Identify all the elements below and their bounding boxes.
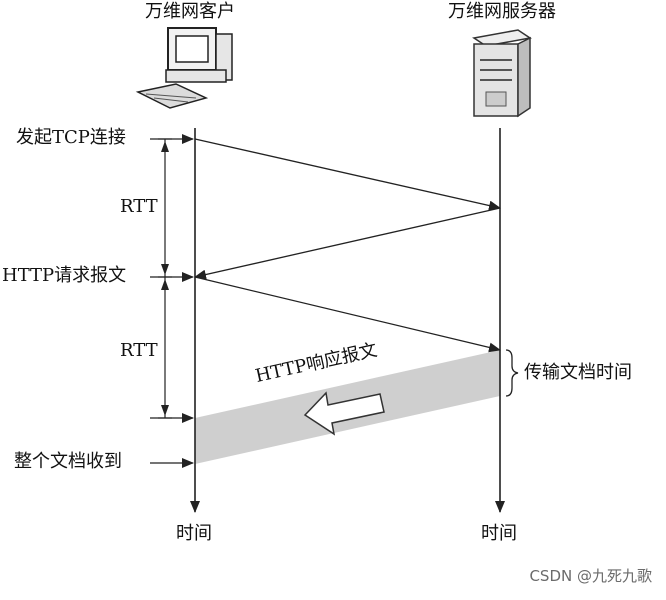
response-direction-arrow-icon [303,391,385,436]
client-time-label: 时间 [176,523,212,544]
tcp-syn-arrow [194,138,501,211]
rtt1-arrowhead-up [161,141,169,152]
rtt-2-label: RTT [120,340,158,361]
client-title: 万维网客户 [145,1,235,22]
server-time-label: 时间 [481,523,517,544]
document-received-label: 整个文档收到 [14,451,122,472]
server-tower-icon [472,29,532,118]
http-request-arrow [194,276,501,353]
rtt1-arrowhead-down [161,264,169,275]
server-title: 万维网服务器 [448,1,556,22]
csdn-watermark: CSDN @九死九歌 [529,567,652,585]
rtt2-arrowhead-up [161,279,169,290]
transfer-time-label: 传输文档时间 [524,362,632,383]
tcp-start-label: 发起TCP连接 [16,127,126,148]
client-computer-icon [135,27,233,109]
rtt-1-label: RTT [120,196,158,217]
http-request-label: HTTP请求报文 [2,265,127,286]
rtt2-arrowhead-down [161,405,169,416]
tcp-ack-arrow [194,207,501,280]
transfer-time-brace [505,349,519,397]
